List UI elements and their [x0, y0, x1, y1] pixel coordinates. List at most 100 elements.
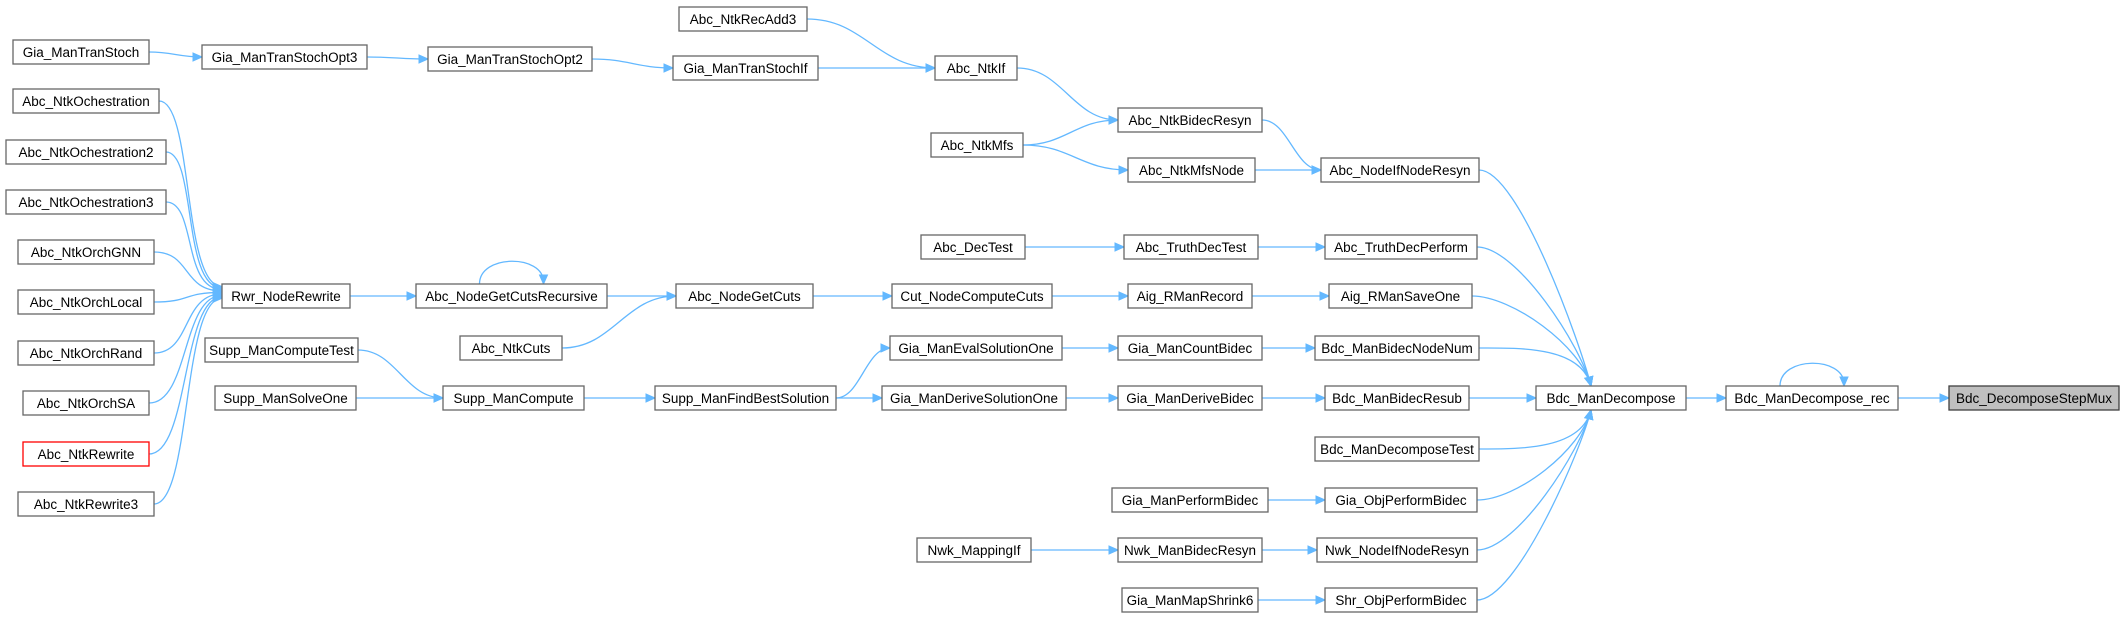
node-box[interactable] — [1127, 157, 1256, 183]
node-gia-man-eval-solution-one[interactable]: Gia_ManEvalSolutionOne — [889, 335, 1063, 361]
node-box[interactable] — [22, 441, 150, 467]
node-aig-rman-save-one[interactable]: Aig_RManSaveOne — [1328, 283, 1473, 309]
node-box[interactable] — [17, 340, 155, 366]
node-box[interactable] — [17, 289, 155, 315]
node-supp-man-find-best-solution[interactable]: Supp_ManFindBestSolution — [654, 385, 837, 411]
node-abc-ntk-cuts[interactable]: Abc_NtkCuts — [459, 335, 563, 361]
node-abc-dec-test[interactable]: Abc_DecTest — [920, 234, 1026, 260]
node-box[interactable] — [1121, 587, 1259, 613]
node-nwk-man-bidec-resyn[interactable]: Nwk_ManBidecResyn — [1117, 537, 1263, 563]
node-gia-man-tran-stoch-opt3[interactable]: Gia_ManTranStochOpt3 — [201, 44, 368, 70]
node-box[interactable] — [459, 335, 563, 361]
node-box[interactable] — [920, 234, 1026, 260]
node-box[interactable] — [1316, 537, 1478, 563]
node-supp-man-compute-test[interactable]: Supp_ManComputeTest — [204, 337, 359, 363]
node-box[interactable] — [1324, 487, 1478, 513]
node-abc-node-get-cuts[interactable]: Abc_NodeGetCuts — [675, 283, 814, 309]
node-supp-man-compute[interactable]: Supp_ManCompute — [442, 385, 585, 411]
node-box[interactable] — [654, 385, 837, 411]
node-box[interactable] — [881, 385, 1067, 411]
node-bdc-man-decompose-test[interactable]: Bdc_ManDecomposeTest — [1314, 436, 1480, 462]
node-abc-ntk-orch-rand[interactable]: Abc_NtkOrchRand — [17, 340, 155, 366]
node-nwk-node-if-node-resyn[interactable]: Nwk_NodeIfNodeResyn — [1316, 537, 1478, 563]
node-gia-man-tran-stoch-if[interactable]: Gia_ManTranStochIf — [672, 55, 819, 81]
node-abc-ntk-orch-gnn[interactable]: Abc_NtkOrchGNN — [17, 239, 155, 265]
node-gia-man-tran-stoch-opt2[interactable]: Gia_ManTranStochOpt2 — [427, 46, 593, 72]
node-box[interactable] — [1948, 385, 2120, 411]
node-box[interactable] — [1117, 335, 1263, 361]
node-abc-ntk-bidec-resyn[interactable]: Abc_NtkBidecResyn — [1117, 107, 1263, 133]
node-box[interactable] — [1535, 385, 1687, 411]
node-box[interactable] — [891, 283, 1053, 309]
node-box[interactable] — [1328, 283, 1473, 309]
node-gia-man-count-bidec[interactable]: Gia_ManCountBidec — [1117, 335, 1263, 361]
node-gia-man-map-shrink6[interactable]: Gia_ManMapShrink6 — [1121, 587, 1259, 613]
node-gia-man-derive-bidec[interactable]: Gia_ManDeriveBidec — [1117, 385, 1263, 411]
node-box[interactable] — [415, 283, 608, 309]
node-bdc-man-decompose[interactable]: Bdc_ManDecompose — [1535, 385, 1687, 411]
node-abc-ntk-ochestration3[interactable]: Abc_NtkOchestration3 — [5, 189, 167, 215]
node-box[interactable] — [5, 189, 167, 215]
node-gia-man-perform-bidec[interactable]: Gia_ManPerformBidec — [1111, 487, 1269, 513]
node-box[interactable] — [889, 335, 1063, 361]
node-box[interactable] — [916, 537, 1032, 563]
node-box[interactable] — [1314, 436, 1480, 462]
node-gia-man-derive-solution-one[interactable]: Gia_ManDeriveSolutionOne — [881, 385, 1067, 411]
node-abc-truth-dec-test[interactable]: Abc_TruthDecTest — [1123, 234, 1259, 260]
node-abc-ntk-orch-local[interactable]: Abc_NtkOrchLocal — [17, 289, 155, 315]
node-box[interactable] — [675, 283, 814, 309]
node-box[interactable] — [442, 385, 585, 411]
node-box[interactable] — [1127, 283, 1253, 309]
node-supp-man-solve-one[interactable]: Supp_ManSolveOne — [214, 385, 357, 411]
node-box[interactable] — [1314, 335, 1480, 361]
node-nwk-mapping-if[interactable]: Nwk_MappingIf — [916, 537, 1032, 563]
node-box[interactable] — [1117, 537, 1263, 563]
node-gia-obj-perform-bidec[interactable]: Gia_ObjPerformBidec — [1324, 487, 1478, 513]
node-box[interactable] — [12, 39, 150, 65]
node-box[interactable] — [204, 337, 359, 363]
node-box[interactable] — [214, 385, 357, 411]
node-box[interactable] — [930, 132, 1024, 158]
node-box[interactable] — [221, 283, 351, 309]
node-box[interactable] — [17, 491, 155, 517]
node-box[interactable] — [5, 139, 167, 165]
node-box[interactable] — [672, 55, 819, 81]
node-box[interactable] — [1725, 385, 1899, 411]
node-bdc-man-decompose-rec[interactable]: Bdc_ManDecompose_rec — [1725, 385, 1899, 411]
node-bdc-man-bidec-node-num[interactable]: Bdc_ManBidecNodeNum — [1314, 335, 1480, 361]
node-box[interactable] — [934, 55, 1018, 81]
node-box[interactable] — [1324, 587, 1478, 613]
node-aig-rman-record[interactable]: Aig_RManRecord — [1127, 283, 1253, 309]
node-box[interactable] — [1117, 385, 1263, 411]
node-abc-ntk-ochestration2[interactable]: Abc_NtkOchestration2 — [5, 139, 167, 165]
node-box[interactable] — [1111, 487, 1269, 513]
node-abc-node-get-cuts-recursive[interactable]: Abc_NodeGetCutsRecursive — [415, 283, 608, 309]
node-cut-node-compute-cuts[interactable]: Cut_NodeComputeCuts — [891, 283, 1053, 309]
node-abc-truth-dec-perform[interactable]: Abc_TruthDecPerform — [1324, 234, 1478, 260]
node-box[interactable] — [1123, 234, 1259, 260]
node-box[interactable] — [678, 6, 808, 32]
node-box[interactable] — [427, 46, 593, 72]
node-abc-ntk-rec-add3[interactable]: Abc_NtkRecAdd3 — [678, 6, 808, 32]
node-bdc-man-bidec-resub[interactable]: Bdc_ManBidecResub — [1324, 385, 1470, 411]
node-box[interactable] — [17, 239, 155, 265]
node-box[interactable] — [1320, 157, 1480, 183]
node-abc-ntk-mfs-node[interactable]: Abc_NtkMfsNode — [1127, 157, 1256, 183]
node-abc-ntk-orch-sa[interactable]: Abc_NtkOrchSA — [22, 390, 150, 416]
node-box[interactable] — [201, 44, 368, 70]
node-box[interactable] — [22, 390, 150, 416]
node-box[interactable] — [1324, 385, 1470, 411]
node-gia-man-tran-stoch[interactable]: Gia_ManTranStoch — [12, 39, 150, 65]
node-abc-ntk-mfs[interactable]: Abc_NtkMfs — [930, 132, 1024, 158]
node-abc-ntk-rewrite[interactable]: Abc_NtkRewrite — [22, 441, 150, 467]
node-abc-ntk-rewrite3[interactable]: Abc_NtkRewrite3 — [17, 491, 155, 517]
node-box[interactable] — [12, 88, 160, 114]
node-shr-obj-perform-bidec[interactable]: Shr_ObjPerformBidec — [1324, 587, 1478, 613]
node-abc-node-if-node-resyn[interactable]: Abc_NodeIfNodeResyn — [1320, 157, 1480, 183]
node-bdc-decompose-step-mux[interactable]: Bdc_DecomposeStepMux — [1948, 385, 2120, 411]
node-abc-ntk-ochestration[interactable]: Abc_NtkOchestration — [12, 88, 160, 114]
node-rwr-node-rewrite[interactable]: Rwr_NodeRewrite — [221, 283, 351, 309]
node-box[interactable] — [1117, 107, 1263, 133]
node-box[interactable] — [1324, 234, 1478, 260]
node-abc-ntk-if[interactable]: Abc_NtkIf — [934, 55, 1018, 81]
